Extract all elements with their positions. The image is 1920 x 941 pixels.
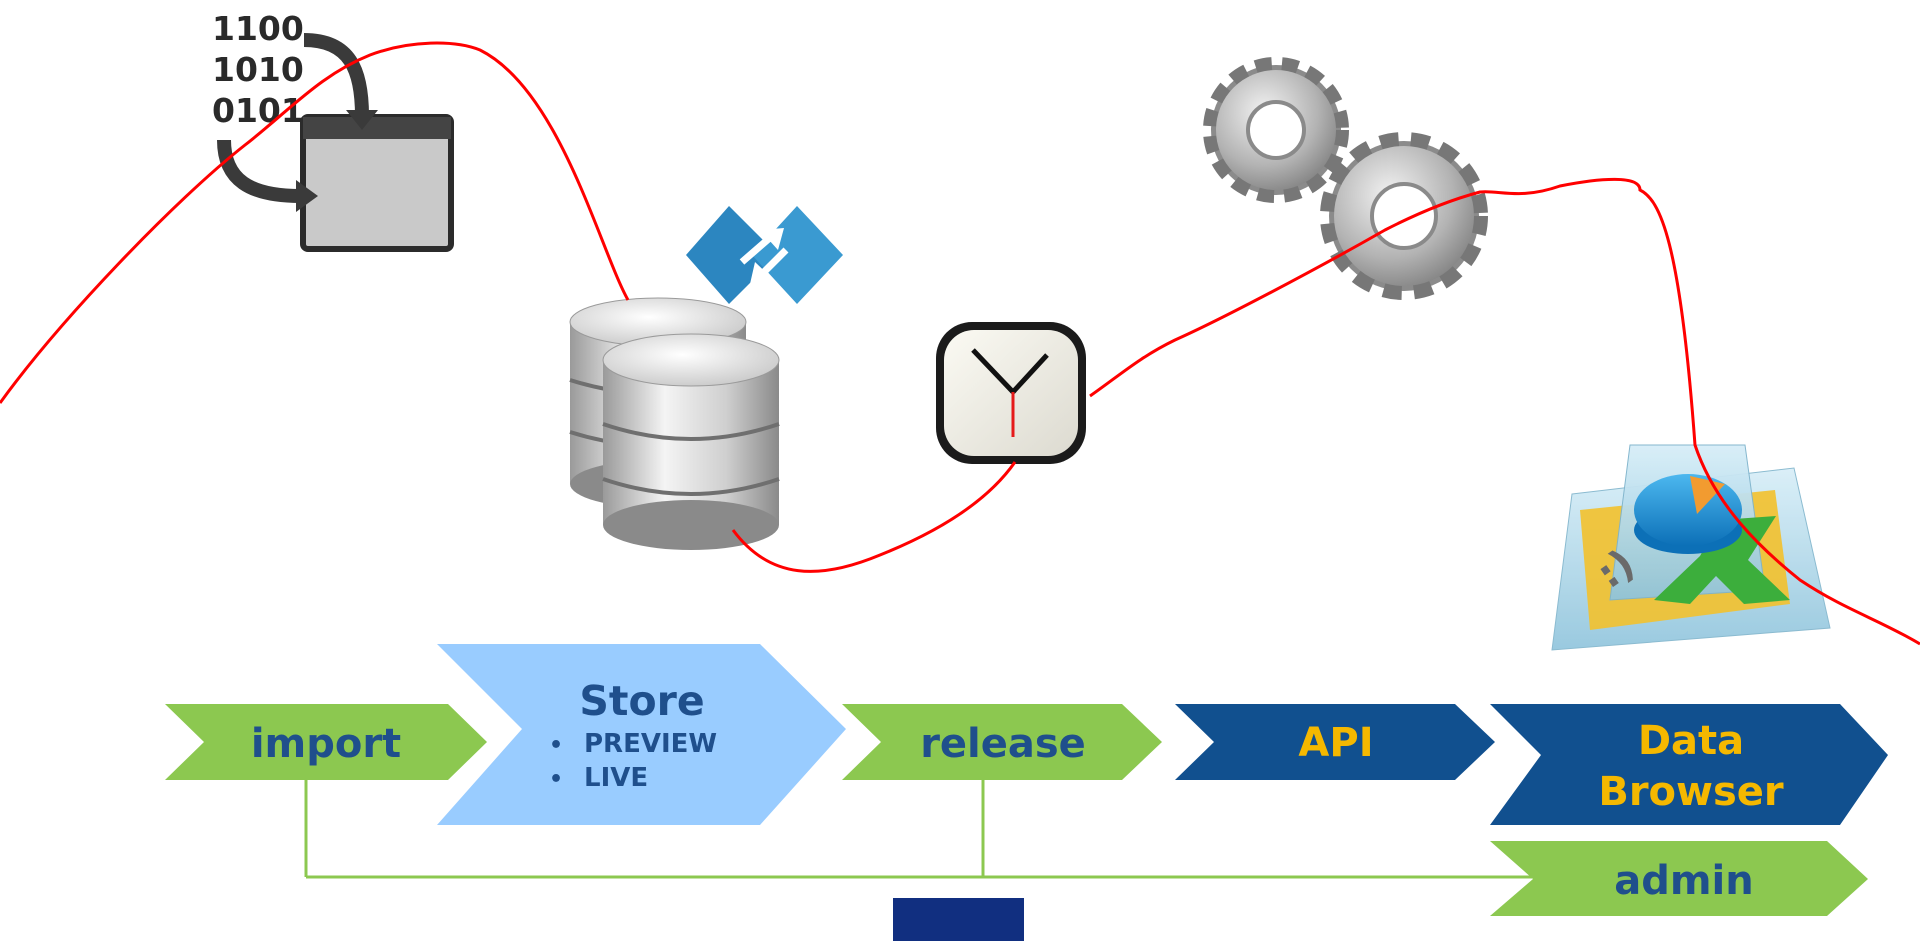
step-api: API — [1175, 704, 1495, 780]
binary-file-icon: 1100 1010 0101 — [212, 9, 454, 252]
step-admin-label: admin — [1614, 858, 1754, 904]
step-admin: admin — [1490, 841, 1868, 916]
step-import: import — [165, 704, 487, 780]
step-admin-chevron — [1490, 841, 1868, 916]
step-api-chevron — [1175, 704, 1495, 780]
step-release: release — [842, 704, 1162, 780]
step-data-browser-label-line2: Browser — [1598, 769, 1784, 815]
step-release-label: release — [920, 721, 1086, 767]
flow-curve — [0, 41, 1920, 646]
step-store-title: Store — [579, 677, 704, 725]
step-store: Store • PREVIEW • LIVE — [437, 644, 846, 825]
connector-lines — [304, 778, 1540, 879]
step-import-chevron — [165, 704, 487, 780]
bullet: • — [549, 733, 563, 758]
database-icon — [569, 297, 780, 550]
gears-icon — [1203, 57, 1488, 300]
sync-arrows-icon — [686, 206, 843, 304]
binary-line: 1010 — [212, 50, 304, 89]
bullet: • — [549, 767, 563, 792]
clock-icon — [936, 322, 1086, 464]
step-store-chevron — [437, 644, 846, 825]
store-item-preview: PREVIEW — [584, 729, 717, 759]
step-data-browser: Data Browser — [1490, 704, 1888, 825]
step-data-browser-label-line1: Data — [1638, 718, 1744, 764]
footer-block — [893, 898, 1024, 941]
step-api-label: API — [1298, 720, 1373, 766]
step-release-chevron — [842, 704, 1162, 780]
binary-line: 0101 — [212, 91, 304, 130]
binary-line: 1100 — [212, 9, 304, 48]
dashboard-stack-icon: :) — [1551, 444, 1831, 651]
step-import-label: import — [251, 721, 401, 767]
step-data-browser-chevron — [1490, 704, 1888, 825]
store-item-live: LIVE — [584, 763, 648, 793]
